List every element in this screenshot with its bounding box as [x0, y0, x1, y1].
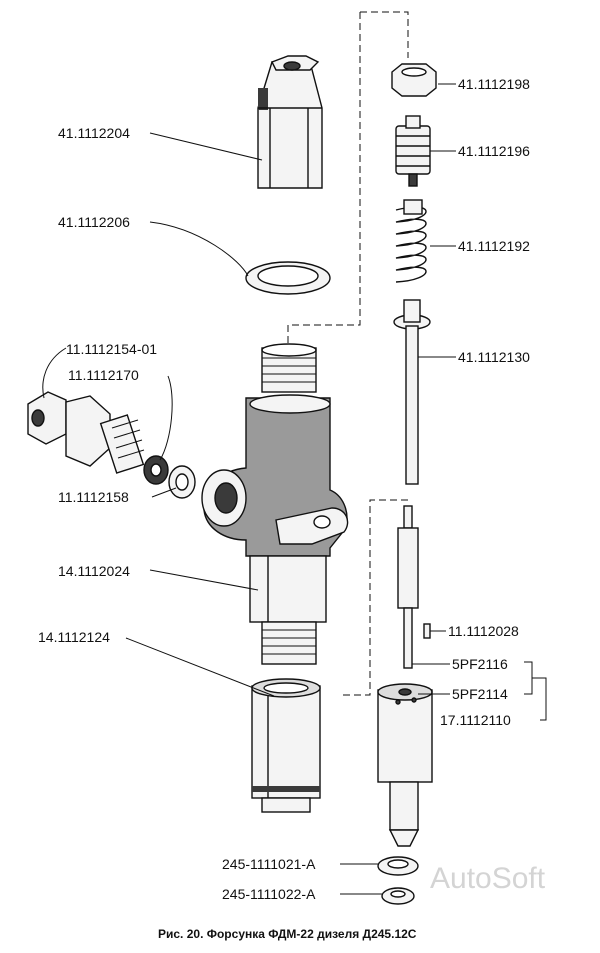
label-seal-washer: 11.1112158 [58, 489, 129, 505]
label-spring: 41.1112192 [458, 238, 530, 254]
injector-body-part [201, 343, 349, 665]
label-cap-nut: 41.1112204 [58, 125, 130, 141]
cap-nut-part [257, 55, 323, 189]
label-needle: 5PF2116 [452, 656, 508, 672]
leader-lines [42, 83, 547, 895]
label-sprayer: 5PF2114 [452, 686, 508, 702]
label-body: 14.1112024 [58, 563, 130, 579]
needle-part [397, 505, 419, 669]
label-filter: 11.1112170 [68, 367, 139, 383]
sprayer-part [377, 683, 433, 847]
label-adjusting-screw: 41.1112196 [458, 143, 530, 159]
label-nozzle-assembly: 17.1112110 [440, 712, 511, 728]
bottom-washer-1-part [377, 856, 419, 876]
seal-washer-part [168, 465, 196, 499]
label-top-washer: 41.1112206 [58, 214, 130, 230]
watermark: AutoSoft [430, 862, 546, 895]
nozzle-nut-part [251, 678, 321, 813]
assembly-lines [287, 11, 409, 696]
lock-nut-part [391, 63, 437, 97]
pin-part [423, 623, 431, 639]
part-labels: 41.1112204 41.1112206 11.1112154-01 11.1… [38, 76, 530, 902]
filter-part [143, 455, 169, 485]
label-lock-nut: 41.1112198 [458, 76, 530, 92]
label-bottom-washer-2: 245-1111022-A [222, 886, 316, 902]
label-pin: 11.1112028 [448, 623, 519, 639]
top-washer-part [245, 261, 331, 295]
label-nozzle-nut: 14.1112124 [38, 629, 110, 645]
adjusting-screw-part [395, 115, 431, 187]
bottom-washer-2-part [381, 887, 415, 905]
figure-caption: Рис. 20. Форсунка ФДМ-22 дизеля Д245.12С [158, 927, 417, 941]
inlet-fitting-part [27, 391, 145, 474]
push-rod-part [393, 299, 431, 485]
label-push-rod: 41.1112130 [458, 349, 530, 365]
spring-part [395, 199, 427, 283]
label-inlet-fitting: 11.1112154-01 [66, 341, 157, 357]
label-bottom-washer-1: 245-1111021-A [222, 856, 316, 872]
